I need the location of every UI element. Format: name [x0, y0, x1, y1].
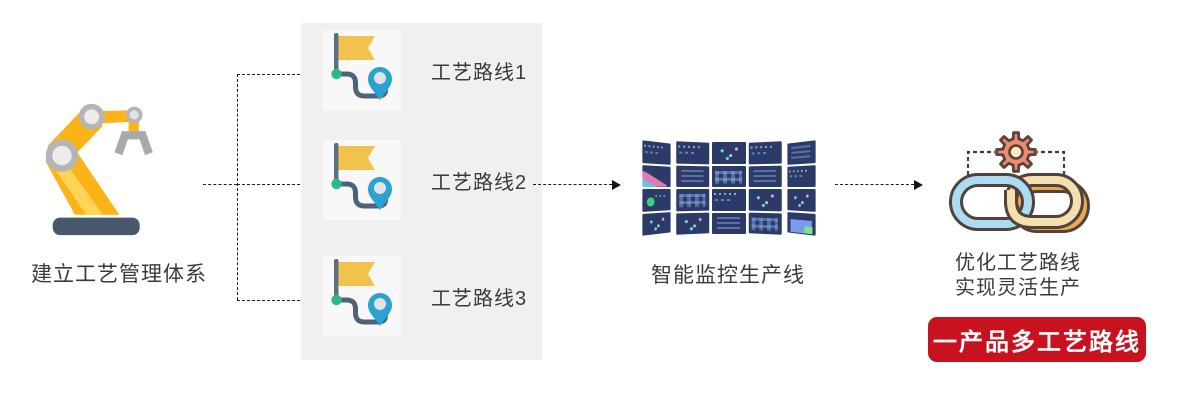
wall-screen [787, 140, 815, 164]
route-label-2: 工艺路线2 [431, 166, 527, 195]
wall-screen [676, 212, 709, 235]
wall-column [642, 140, 670, 235]
result-badge: 一产品多工艺路线 [928, 317, 1146, 362]
wall-screen [787, 165, 815, 187]
wall-screen [676, 141, 709, 164]
wall-screen [712, 189, 746, 211]
route-flag-pin-icon [323, 256, 401, 336]
route-row-2: 工艺路线2 [323, 140, 527, 220]
optimize-label-line1: 优化工艺路线 [938, 251, 1098, 276]
route-row-3: 工艺路线3 [323, 256, 527, 336]
wall-screen [749, 165, 782, 187]
wall-screen [712, 166, 746, 188]
wall-screen [642, 189, 670, 211]
wall-column [787, 140, 815, 235]
routes-panel: 工艺路线1 工艺路线2 工艺路线3 [301, 23, 542, 360]
wall-screen [676, 165, 709, 187]
wall-screen [787, 212, 815, 236]
route-label-1: 工艺路线1 [431, 56, 527, 85]
step1-label: 建立工艺管理体系 [18, 258, 220, 288]
connector-stub [203, 184, 237, 185]
wall-screen [642, 212, 670, 236]
wall-column [749, 141, 782, 234]
connector-arrow-monitor [533, 184, 612, 185]
optimize-label-line2: 实现灵活生产 [938, 276, 1098, 301]
monitor-wall-icon [640, 142, 818, 234]
route-flag-pin-icon [323, 140, 401, 220]
route-label-3: 工艺路线3 [431, 282, 527, 311]
wall-column [712, 142, 746, 234]
wall-screen [712, 142, 746, 164]
chain-gear-icon [945, 130, 1090, 235]
optimize-label: 优化工艺路线 实现灵活生产 [938, 251, 1098, 301]
wall-screen [787, 189, 815, 211]
connector-branch-line [237, 74, 238, 300]
wall-screen [712, 213, 746, 235]
chain-links [956, 180, 1083, 226]
wall-screen [749, 141, 782, 164]
route-row-1: 工艺路线1 [323, 30, 527, 110]
result-badge-label: 一产品多工艺路线 [933, 322, 1141, 357]
gear-center [1010, 146, 1023, 159]
connector-arrow-optimize [835, 184, 914, 185]
monitor-label: 智能监控生产线 [630, 259, 826, 289]
wall-screen [642, 165, 670, 187]
route-flag-pin-icon [323, 30, 401, 110]
wall-screen [676, 189, 709, 211]
wall-column [676, 141, 709, 234]
wall-screen [642, 140, 670, 164]
wall-screen [749, 212, 782, 235]
robot-arm-icon [25, 88, 173, 238]
wall-screen [749, 189, 782, 211]
